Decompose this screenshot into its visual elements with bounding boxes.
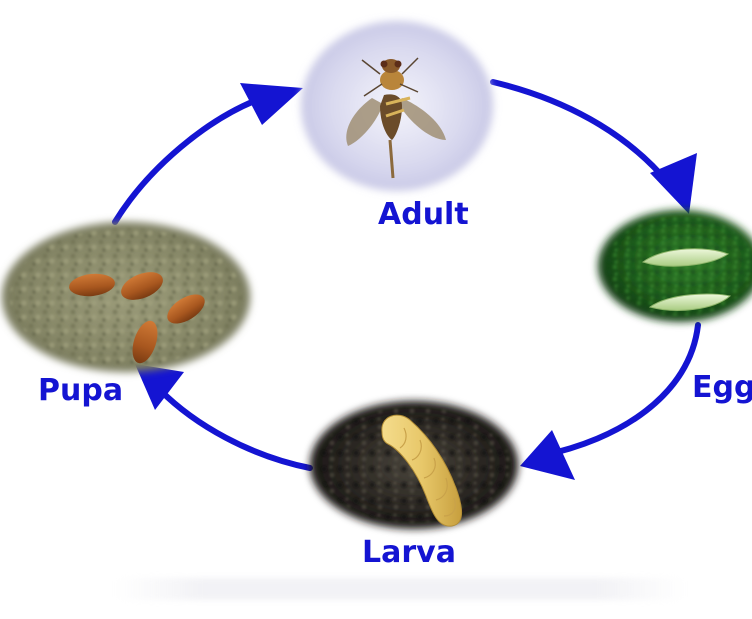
arrow-adult-to-egg <box>493 82 670 185</box>
pupae-in-soil-photo <box>2 222 250 372</box>
larva-on-soil-photo <box>310 401 518 529</box>
arrowhead-larva <box>520 430 575 480</box>
stage-label-pupa: Pupa <box>38 376 123 406</box>
arrowhead-egg <box>650 153 697 214</box>
arrow-pupa-to-adult <box>115 98 262 222</box>
adult-fruit-fly-photo <box>301 21 493 191</box>
stage-label-larva: Larva <box>362 538 456 568</box>
faded-caption-remnant <box>115 578 685 600</box>
stage-label-adult: Adult <box>378 200 469 230</box>
arrow-larva-to-pupa <box>160 390 310 468</box>
stage-label-egg: Egg <box>692 373 752 403</box>
eggs-on-moss-photo <box>598 210 752 322</box>
arrow-egg-to-larva <box>540 325 698 456</box>
